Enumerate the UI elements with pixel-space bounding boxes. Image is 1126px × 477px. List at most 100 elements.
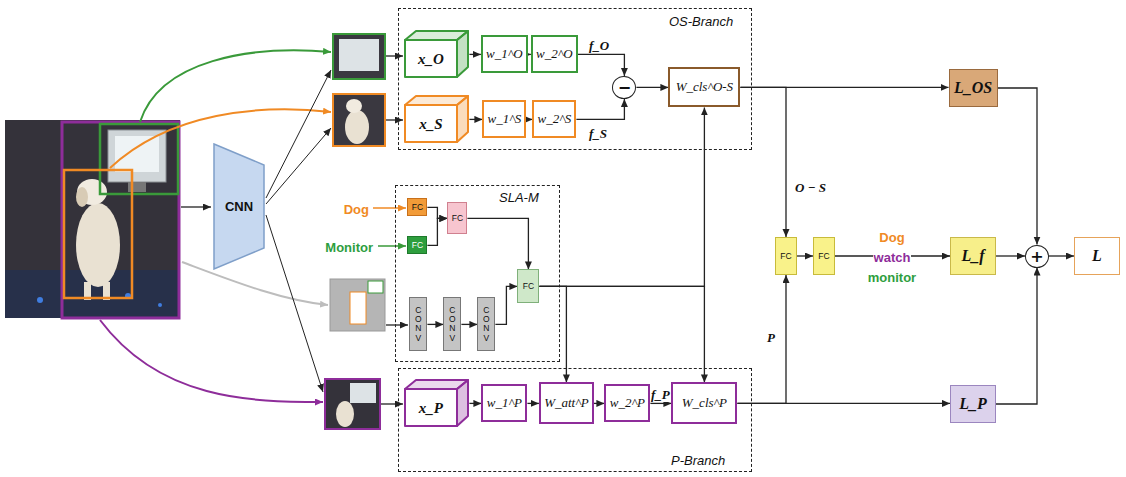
illustration-shape (368, 281, 383, 293)
illustration-shape (37, 297, 43, 303)
illustration-shape (378, 245, 406, 247)
illustration-shape (333, 34, 385, 79)
edge-label-holder: O − S (794, 178, 827, 196)
node-label: FC (818, 251, 829, 261)
illustration-shape (325, 379, 380, 429)
illustration-shape (330, 279, 385, 331)
illustration-shape (115, 136, 159, 172)
edge-label: f_P (650, 387, 671, 402)
node-label: CONV (482, 306, 491, 343)
label-holder: Dog (878, 228, 905, 246)
label-holder: Dog (343, 200, 370, 218)
feature-cube: x_O (404, 30, 469, 78)
illustration-shape (108, 130, 166, 182)
cube-face (457, 96, 468, 142)
connector-arrow (576, 99, 624, 120)
illustration-shape (266, 70, 331, 198)
connector-arrow (740, 87, 786, 237)
node-label: L (1092, 247, 1102, 265)
edge-label: f_O (588, 38, 610, 53)
illustration-shape (339, 39, 379, 71)
classifier-box: W_cls^O-S (668, 67, 740, 107)
connector-arrow (469, 119, 482, 120)
group-heading: SLA-M (499, 190, 539, 205)
illustration-shape (64, 170, 132, 298)
relation-word: Dog (878, 230, 905, 245)
branch-box: P-Branchx_Pw_1^PW_att^Pw_2^PW_cls^P (398, 368, 752, 472)
edge-label-holder: P (766, 328, 776, 346)
connector-arrow (469, 403, 481, 404)
node-label: w_2^P (610, 395, 645, 411)
node-label: w_2^O (536, 46, 573, 62)
fc-box: FC (813, 237, 835, 275)
illustration-shape (336, 401, 354, 427)
loss-box: L_OS (949, 69, 998, 107)
connector-arrow (594, 403, 605, 404)
cube-face (457, 31, 468, 77)
connector-arrow (495, 286, 517, 324)
word-label: Dog (343, 202, 370, 217)
edge-label: O − S (794, 180, 827, 195)
node-label: L_f (961, 247, 984, 265)
node-label: L_P (959, 395, 987, 413)
loss-box: L (1074, 237, 1120, 275)
layer-box: w_2^O (531, 35, 578, 73)
illustration-shape (100, 320, 323, 402)
connector-arrow (737, 403, 950, 404)
illustration-shape (346, 99, 362, 113)
edge-label-holder: f_S (588, 124, 608, 142)
connector-arrow (737, 275, 786, 403)
connector-arrow (650, 403, 671, 404)
illustration-shape (345, 110, 369, 144)
node-label: CONV (414, 306, 423, 343)
node-label: FC (780, 251, 791, 261)
fc-box: FC (775, 237, 797, 275)
label-holder: watch (873, 248, 912, 266)
node-label: FC (412, 240, 423, 250)
illustration-shape (386, 55, 403, 56)
node-label: w_1^P (487, 395, 522, 411)
connector-arrow (578, 54, 625, 76)
module-box: SLA-MFCFCFCCONVCONVCONVFC (395, 185, 560, 362)
illustration-shape (100, 124, 178, 194)
conv-box: CONV (409, 297, 427, 351)
illustration-shape (386, 119, 403, 120)
node-label: w_1^S (488, 111, 522, 127)
layer-box: w_1^P (481, 384, 527, 422)
connector-arrow (427, 218, 447, 245)
node-label: CONV (448, 306, 457, 343)
connector-arrow (1049, 255, 1074, 256)
node-label: CNN (225, 199, 253, 214)
connector-arrow (427, 207, 447, 218)
crop-images (325, 34, 385, 429)
relation-word: watch (873, 250, 912, 265)
illustration-shape (386, 324, 408, 325)
connector-arrow (467, 218, 528, 269)
illustration-shape (373, 207, 406, 209)
loss-box: L_P (950, 385, 996, 423)
connector-arrow (996, 268, 1037, 405)
label-holder: Monitor (324, 238, 374, 256)
node-label: L_OS (954, 79, 992, 97)
feature-cube: x_P (404, 379, 469, 427)
connector-arrow (998, 88, 1038, 245)
illustration-shape (350, 292, 366, 324)
illustration-shape (5, 120, 180, 318)
feature-cube: x_S (404, 95, 469, 143)
cube-face (405, 389, 457, 426)
illustration-shape (140, 50, 331, 122)
illustration-shape (381, 403, 403, 404)
conv-box: CONV (443, 297, 461, 351)
illustration-shape (76, 187, 88, 207)
classifier-box: W_cls^P (671, 382, 737, 424)
group-heading: OS-Branch (669, 14, 733, 29)
edge-label-holder: f_P (650, 385, 671, 403)
node-label: FC (452, 213, 463, 223)
illustration-shape (181, 206, 211, 207)
node-label: x_O (418, 51, 444, 68)
edge-label: f_S (588, 126, 608, 141)
fc-box: FC (407, 236, 427, 254)
node-label: + (1030, 247, 1043, 266)
fc-box: FC (517, 269, 539, 303)
attention-box: W_att^P (539, 382, 594, 424)
